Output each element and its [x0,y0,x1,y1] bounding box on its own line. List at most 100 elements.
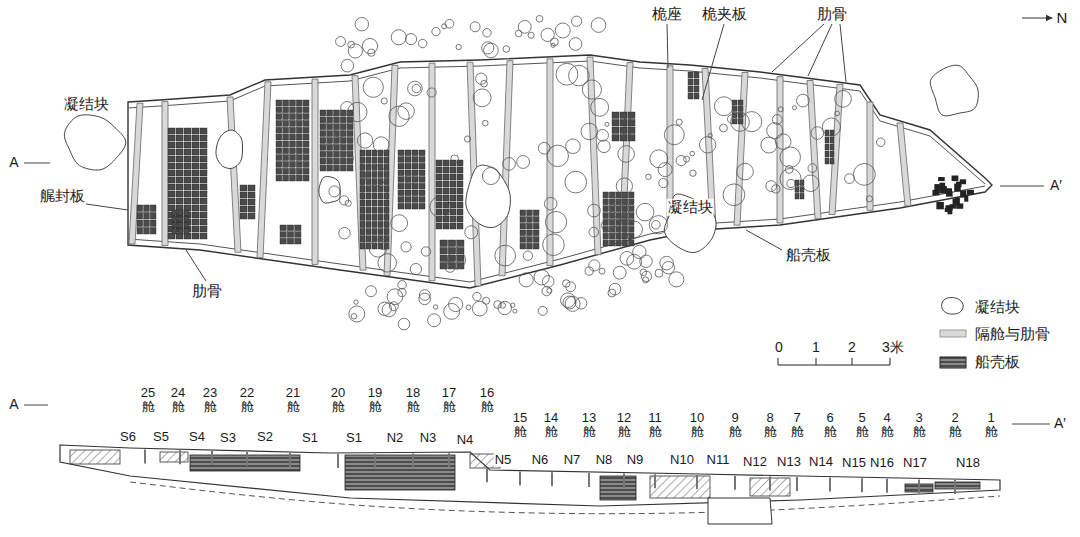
jar [456,44,461,49]
jar [588,204,601,217]
cargo-stack [137,205,156,234]
jar [598,140,611,153]
bulkhead-section [588,473,590,487]
cabin-number: 8 舱 [761,411,779,438]
section-label: N13 [776,455,802,469]
legend-swatch [940,330,966,337]
jar [547,288,552,293]
jar [451,155,459,163]
section-marker: A′ [1049,178,1063,193]
jar [465,226,478,239]
cargo-fragment [938,177,945,181]
bulkhead-section [769,476,771,490]
part-label: 桅座 [651,6,683,23]
keel-block [708,498,772,524]
bulkhead-section [289,453,291,467]
jar [618,146,635,163]
jar [649,216,667,234]
cabin-number: 7 舱 [788,411,806,438]
jar [511,303,515,307]
jar [723,184,745,206]
cargo-stack [440,240,464,269]
bulkhead [777,77,783,223]
bulkhead-section [144,449,146,463]
concretion [216,130,243,169]
legend-text: 凝结块 [975,299,1020,316]
section-label: N4 [456,433,475,447]
part-label: 艉封板 [39,188,86,205]
jar [626,221,643,238]
jar [538,142,550,154]
jar [643,277,649,283]
jar [362,38,377,53]
jar [676,119,682,125]
jar [515,30,522,37]
jar [690,170,696,176]
bulkhead [384,65,398,275]
bulkhead-section [829,478,831,492]
bulkhead [129,103,143,244]
jar [430,197,451,218]
jar [419,293,431,305]
jar [571,16,581,26]
jar [518,20,531,33]
bulkhead-section [734,476,736,490]
bulkhead-section [448,453,450,467]
jar [398,288,406,296]
bulkhead-section [374,454,376,468]
jar [761,137,777,153]
section-label: S3 [219,431,237,445]
section-label: N8 [595,453,614,467]
jar [464,136,470,142]
jar [348,44,362,58]
jar [398,318,410,330]
jar [542,276,554,288]
scale-tick [852,358,853,365]
cabin-number: 2 舱 [946,411,964,438]
part-label: 凝结块 [63,96,110,113]
jar [345,200,351,206]
section-label: N5 [494,453,513,467]
jar [575,298,587,310]
jar [357,133,372,148]
jar [659,178,668,187]
legend-text: 船壳板 [975,354,1020,371]
jar [543,234,565,256]
cabin-number: 13 舱 [580,411,598,438]
bulkhead-section [211,451,213,465]
jar [550,38,558,46]
jar [719,124,727,132]
jar [503,158,516,171]
jar [845,174,855,184]
jar [378,254,396,272]
jar [613,266,626,279]
jar [646,174,651,179]
leader-line [746,230,782,250]
bulkhead-section [886,479,888,493]
bulkhead [257,82,271,258]
bulkhead-section [696,475,698,489]
jar [483,297,490,304]
jar [652,220,661,229]
bulkhead-section [519,472,521,486]
section-marker-line [24,163,50,164]
jar [398,281,407,290]
bulkhead [897,123,911,206]
leader-line [86,204,128,210]
scale-tick [778,358,779,365]
hull-plank-line [128,186,985,282]
jar [835,111,840,116]
jar [378,239,388,249]
jar [351,314,356,319]
cargo-stack [320,110,353,171]
jar [742,112,762,132]
bulkhead [162,102,168,246]
bulkhead-section [796,477,798,491]
cargo-fragment [939,183,945,188]
jar [767,123,783,139]
concretion-section [650,476,710,498]
jar [366,286,377,297]
jar [433,305,437,309]
cabin-number: 19 舱 [366,386,384,413]
section-label: N10 [669,453,695,467]
